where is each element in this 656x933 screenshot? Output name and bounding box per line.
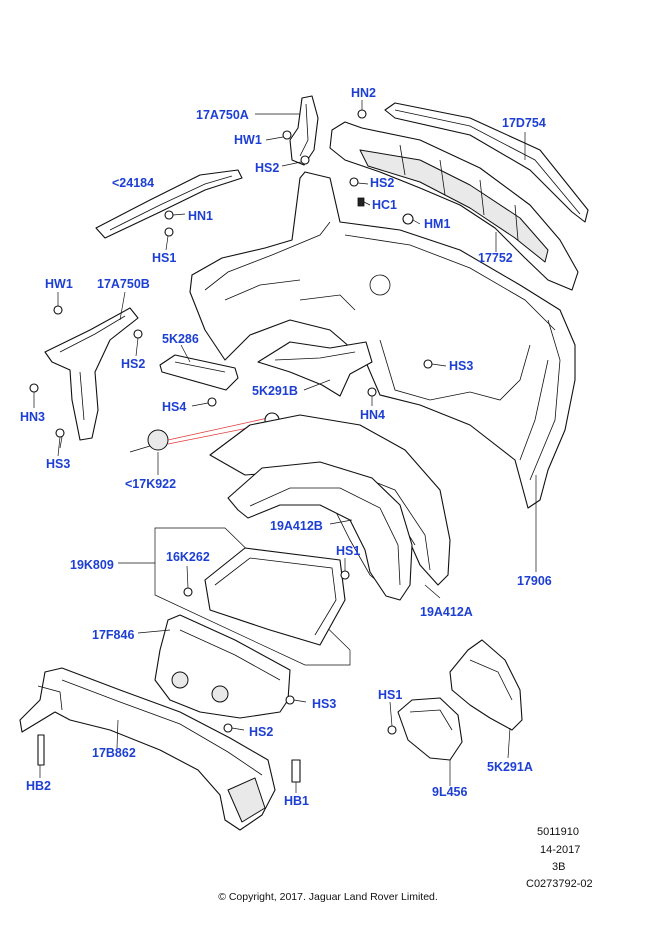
label-HS3-left: HS3 (46, 457, 71, 471)
part-5K286 (159, 354, 239, 391)
part-17A750A (289, 95, 319, 166)
label-HN3: HN3 (20, 410, 46, 424)
label-HS2-upper: HS2 (255, 161, 280, 175)
part-24184 (95, 169, 243, 239)
label-HS2-mid: HS2 (370, 176, 395, 190)
fastener-HS3-lower (285, 695, 295, 705)
label-5K291A: 5K291A (487, 760, 533, 774)
fastener-HM1 (402, 213, 414, 225)
label-19A412B: 19A412B (270, 519, 323, 533)
label-HS1-upper: HS1 (152, 251, 177, 265)
meta-drawing-code: C0273792-02 (526, 878, 593, 890)
part-17D754 (384, 102, 589, 223)
copyright-notice: © Copyright, 2017. Jaguar Land Rover Lim… (218, 891, 438, 903)
label-HN1: HN1 (188, 209, 214, 223)
label-5K286: 5K286 (162, 332, 199, 346)
label-HS3-lower: HS3 (312, 697, 337, 711)
label-17906: 17906 (517, 574, 552, 588)
part-5K291A (449, 639, 523, 731)
fastener-HB2 (37, 734, 45, 766)
label-HS2-lower: HS2 (249, 725, 274, 739)
leader-lines (33, 100, 526, 793)
meta-date-code: 14-2017 (540, 844, 581, 856)
label-HS1-mid: HS1 (336, 544, 361, 558)
fastener-HW1-left (53, 305, 63, 315)
label-HW1-left: HW1 (45, 277, 73, 291)
fastener-HS4 (207, 397, 217, 407)
fastener-HS2-lower (223, 723, 233, 733)
label-HW1-upper: HW1 (234, 133, 262, 147)
label-16K262: 16K262 (166, 550, 210, 564)
label-17A750B: 17A750B (97, 277, 150, 291)
label-19K809: 19K809 (70, 558, 114, 572)
label-17F846: 17F846 (92, 628, 135, 642)
fastener-HN1 (164, 210, 174, 220)
label-17D754: 17D754 (502, 116, 546, 130)
label-17B862: 17B862 (92, 746, 136, 760)
meta-revision: 3B (552, 861, 566, 873)
label-5K291B: 5K291B (252, 384, 298, 398)
fastener-HS2-mid (349, 177, 359, 187)
label-24184: <24184 (112, 176, 155, 190)
label-17K922: <17K922 (125, 477, 177, 491)
label-HN4: HN4 (360, 408, 386, 422)
fastener-HC1 (357, 197, 365, 207)
part-17B862 (19, 667, 276, 831)
label-HN2: HN2 (351, 86, 377, 100)
label-HB2: HB2 (26, 779, 52, 793)
label-19A412A: 19A412A (420, 605, 473, 619)
fastener-HN4 (367, 387, 377, 397)
fastener-HS3-left (55, 428, 65, 438)
part-5K291B (257, 341, 373, 397)
part-17A750B (44, 307, 139, 441)
label-HS4: HS4 (162, 400, 187, 414)
part-19A412A (227, 461, 413, 601)
fastener-HB1 (291, 759, 301, 783)
part-17F846 (154, 614, 291, 719)
fastener-HS1-upper (164, 227, 174, 237)
fastener-HW1-upper (282, 130, 292, 140)
fastener-HS2-left (133, 329, 143, 339)
part-17752 (329, 121, 579, 291)
fastener-HN3 (29, 383, 39, 393)
fastener-HS2-upper (300, 155, 310, 165)
label-HB1: HB1 (284, 794, 310, 808)
label-HS2-left: HS2 (121, 357, 146, 371)
part-9L456 (397, 697, 463, 761)
label-HM1: HM1 (424, 217, 451, 231)
label-9L456: 9L456 (432, 785, 468, 799)
fastener-HS3-mid (423, 359, 433, 369)
fastener-HS1-mid (340, 570, 350, 580)
part-17906 (189, 171, 576, 509)
fastener-HS1-right (387, 725, 397, 735)
label-17A750A: 17A750A (196, 108, 249, 122)
label-HS1-right: HS1 (378, 688, 403, 702)
fastener-16K262 (183, 587, 193, 597)
part-19K809 (154, 527, 351, 666)
label-HS3-mid: HS3 (449, 359, 474, 373)
label-HC1: HC1 (372, 198, 398, 212)
meta-illustration-number: 5011910 (537, 826, 580, 838)
fastener-HN2 (357, 109, 367, 119)
label-17752: 17752 (478, 251, 513, 265)
